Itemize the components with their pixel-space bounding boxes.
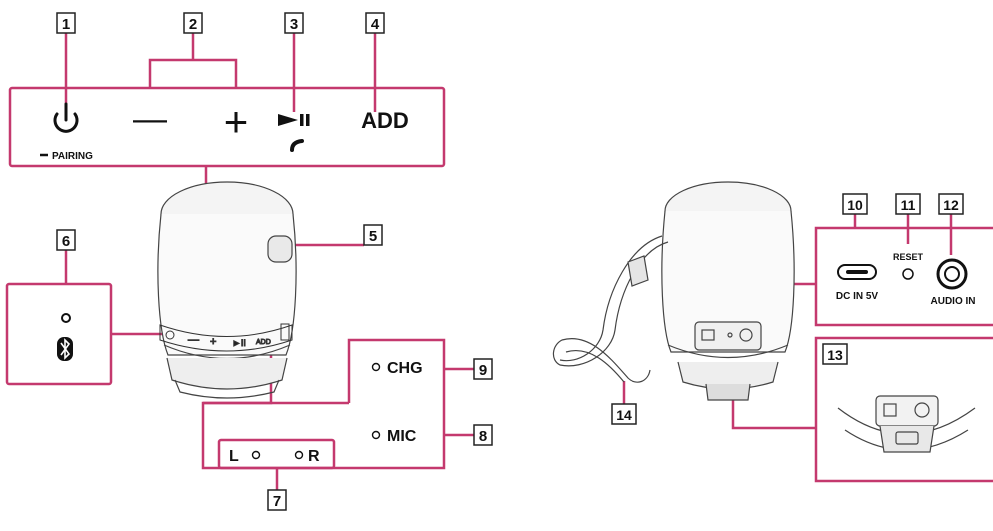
right-channel-led xyxy=(294,450,304,460)
svg-text:14: 14 xyxy=(616,407,632,423)
callout-box-1: 1 xyxy=(56,12,76,34)
top-panel-frame xyxy=(8,86,446,168)
callout-box-2: 2 xyxy=(183,12,203,34)
callout-box-4: 4 xyxy=(365,12,385,34)
svg-text:►II: ►II xyxy=(232,338,246,348)
left-channel-label: L xyxy=(229,448,239,465)
svg-text:6: 6 xyxy=(62,233,70,250)
svg-text:1: 1 xyxy=(62,16,70,33)
audio-in-jack xyxy=(936,258,968,290)
svg-text:13: 13 xyxy=(827,347,843,363)
callout-box-8: 8 xyxy=(473,424,493,446)
callout-box-12: 12 xyxy=(938,193,964,215)
mic-led xyxy=(371,430,381,440)
callout-box-7: 7 xyxy=(267,489,287,511)
svg-text:5: 5 xyxy=(369,228,377,245)
svg-text:—: — xyxy=(188,334,199,346)
svg-text:ADD: ADD xyxy=(256,339,271,346)
speaker-rear xyxy=(661,181,795,401)
chg-label: CHG xyxy=(387,360,423,377)
left-channel-led xyxy=(251,450,261,460)
volume-minus-button: — xyxy=(133,100,167,138)
pairing-label: PAIRING xyxy=(52,151,93,162)
callout-box-13: 13 xyxy=(822,343,848,365)
left-indicator-frame xyxy=(5,282,113,386)
callout-box-10: 10 xyxy=(842,193,868,215)
svg-text:11: 11 xyxy=(901,197,916,213)
dc-in-port xyxy=(837,264,877,280)
callout-box-11: 11 xyxy=(895,193,921,215)
callout-box-3: 3 xyxy=(284,12,304,34)
add-button-label: ADD xyxy=(361,108,409,133)
reset-label: RESET xyxy=(893,252,924,262)
chg-led xyxy=(371,362,381,372)
speaker-front xyxy=(157,181,297,399)
callout-box-6: 6 xyxy=(56,229,76,251)
svg-text:9: 9 xyxy=(479,362,487,379)
svg-text:4: 4 xyxy=(371,16,380,33)
right-channel-label: R xyxy=(308,448,320,465)
svg-text:2: 2 xyxy=(189,16,197,33)
callout-box-5: 5 xyxy=(363,224,383,246)
call-icon xyxy=(290,139,304,152)
callout-box-9: 9 xyxy=(473,358,493,380)
strap-hook xyxy=(267,235,293,263)
bluetooth-icon xyxy=(57,337,73,361)
reset-button xyxy=(902,268,914,280)
mic-label: MIC xyxy=(387,428,417,445)
power-indicator-led xyxy=(61,313,71,323)
play-pause-icon xyxy=(278,114,310,126)
volume-plus-button: + xyxy=(224,98,249,145)
svg-text:12: 12 xyxy=(943,197,959,213)
svg-text:3: 3 xyxy=(290,16,298,33)
power-icon xyxy=(53,102,79,133)
callout-box-14: 14 xyxy=(611,403,637,425)
speaker-button-strip: — + ►II ADD xyxy=(159,323,293,352)
port-cover-detail xyxy=(837,395,976,453)
svg-text:7: 7 xyxy=(273,493,281,510)
dc-in-label: DC IN 5V xyxy=(836,291,879,302)
svg-text:10: 10 xyxy=(847,197,863,213)
wrist-strap xyxy=(552,235,669,383)
svg-text:+: + xyxy=(210,336,216,348)
svg-text:8: 8 xyxy=(479,428,487,445)
leader-lines xyxy=(5,33,993,490)
audio-in-label: AUDIO IN xyxy=(931,296,976,307)
